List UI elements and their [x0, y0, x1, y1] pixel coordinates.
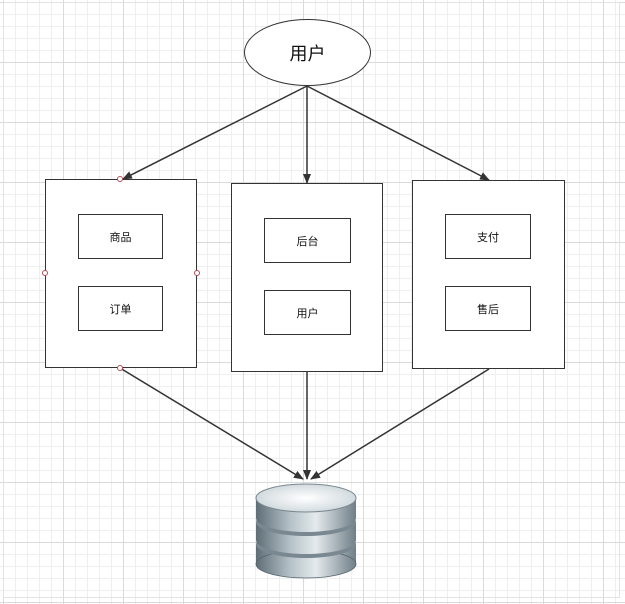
payment-module-label: 支付: [477, 230, 499, 244]
diagram-frame: [3, 2, 620, 598]
selection-handle-right[interactable]: [194, 270, 200, 276]
order-module-label: 订单: [109, 302, 132, 316]
arrow-goods-group-to-database: [119, 367, 304, 480]
goods-module[interactable]: 商品: [78, 214, 163, 259]
goods-module-label: 商品: [109, 230, 132, 244]
user-module-label: 用户: [296, 306, 319, 320]
order-module[interactable]: 订单: [78, 286, 163, 331]
arrow-payment-group-to-database: [310, 368, 490, 480]
backend-module-label: 后台: [296, 234, 319, 248]
arrow-user-to-payment-group: [306, 85, 490, 181]
user-module[interactable]: 用户: [264, 290, 351, 335]
backend-user-group[interactable]: [231, 183, 383, 372]
payment-module[interactable]: 支付: [445, 214, 531, 259]
goods-order-group[interactable]: [45, 179, 197, 368]
user-node[interactable]: 用户: [244, 19, 371, 86]
payment-aftersales-group[interactable]: [412, 180, 565, 369]
selection-handle-top[interactable]: [117, 176, 123, 182]
backend-module[interactable]: 后台: [264, 218, 351, 263]
aftersales-module[interactable]: 售后: [445, 286, 531, 331]
aftersales-module-label: 售后: [477, 302, 499, 316]
user-node-label: 用户: [289, 43, 326, 65]
database-icon[interactable]: [250, 480, 362, 582]
arrow-user-to-goods-group: [122, 85, 308, 180]
selection-handle-bottom[interactable]: [117, 365, 123, 371]
selection-handle-left[interactable]: [42, 270, 48, 276]
